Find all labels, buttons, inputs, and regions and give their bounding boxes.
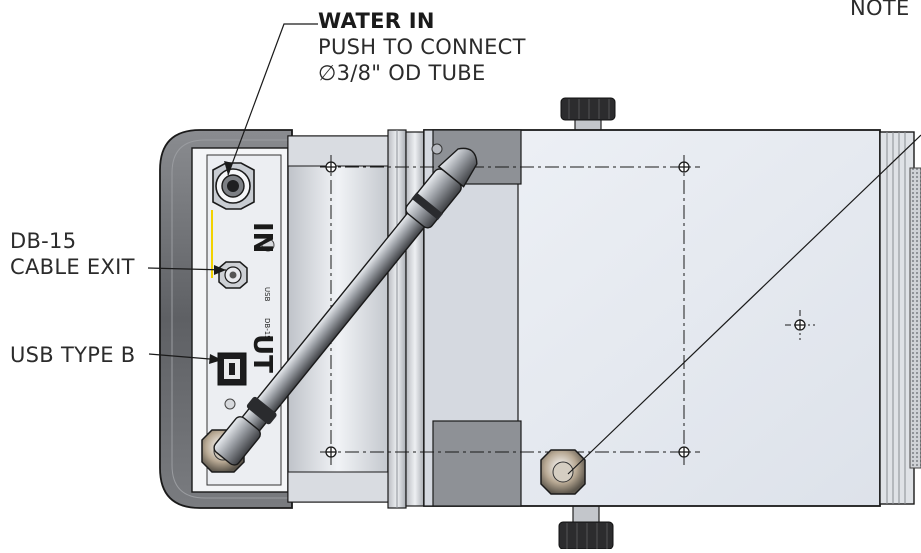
note-callout: NOTE (850, 0, 910, 21)
body-band (287, 135, 389, 503)
water-in-line2: PUSH TO CONNECT (318, 35, 526, 59)
water-in-line3: ∅3/8" OD TUBE (318, 61, 486, 85)
note-label: NOTE (850, 0, 910, 20)
mounting-holes (325, 161, 806, 458)
svg-text:DB-15: DB-15 (263, 318, 271, 340)
db15-callout: DB-15 CABLE EXIT (10, 228, 135, 280)
db15-cable-exit (218, 261, 248, 289)
water-tube (213, 147, 478, 466)
db15-line1: DB-15 (10, 229, 77, 253)
svg-text:IN: IN (247, 222, 277, 253)
usb-label: USB TYPE B (10, 343, 136, 367)
leader-arrowheads (209, 161, 233, 364)
bottom-knob (558, 504, 614, 550)
db15-line2: CABLE EXIT (10, 255, 135, 279)
svg-text:UT: UT (247, 334, 277, 373)
leader-lines (147, 23, 921, 475)
panel-text: IN UT DB-15 USB (247, 222, 277, 373)
screw-top (261, 238, 275, 252)
return-fitting (540, 449, 586, 495)
screw-bottom (224, 398, 236, 410)
divider-rails (387, 129, 425, 509)
usb-callout: USB TYPE B (10, 342, 135, 368)
svg-text:USB: USB (263, 287, 271, 302)
usb-type-b-port (217, 352, 247, 386)
water-in-title: WATER IN (318, 9, 435, 33)
water-in-fitting (212, 162, 255, 210)
water-in-callout: WATER IN PUSH TO CONNECT ∅3/8" OD TUBE (318, 8, 526, 86)
main-body (423, 129, 881, 507)
fin-stack (879, 131, 921, 505)
